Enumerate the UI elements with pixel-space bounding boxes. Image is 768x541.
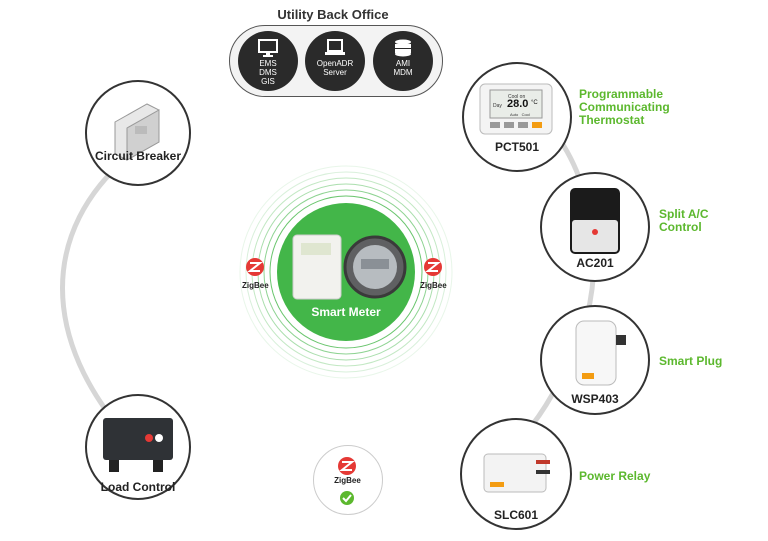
ac201-name: Split A/C Control [659,207,709,234]
ami-mdm-label: AMI MDM [393,59,413,77]
zigbee-icon [338,457,356,475]
pct501-name: Programmable Communicating Thermostat [579,87,670,127]
monitor-icon [258,39,278,57]
thermostat-image [479,83,553,135]
smart-plug-image [575,320,626,386]
ami-mdm-node[interactable]: AMI MDM [373,31,433,91]
load-control-node[interactable] [85,394,191,500]
certified-icon [340,491,354,505]
power-relay-image [483,453,550,493]
zigbee-text-badge: ZigBee [334,476,361,485]
split-ac-control-image [570,188,620,254]
zigbee-certified-badge: ZigBee [313,445,383,515]
openadr-server-node[interactable]: OpenADR Server [305,31,365,91]
laptop-icon [325,39,345,55]
thermostat-screen-unit: °C [531,100,538,106]
thermostat-screen-top: Cool on [508,94,526,100]
slc601-name: Power Relay [579,469,651,483]
circuit-breaker-label: Circuit Breaker [94,149,182,163]
circuit-breaker-node[interactable] [85,80,191,186]
wsp403-node[interactable] [540,305,650,415]
utility-back-office-title: Utility Back Office [277,7,389,22]
zigbee-text-left: ZigBee [242,281,269,290]
zigbee-text-right: ZigBee [420,281,447,290]
pct501-code: PCT501 [494,140,540,154]
smart-meter-hub[interactable] [277,203,415,341]
utility-back-office-panel: EMS DMS GIS OpenADR Server AMI MDM [229,25,443,97]
zigbee-icon [424,258,443,276]
ac201-node[interactable] [540,172,650,282]
thermostat-screen-bottom: Auto Cool [510,112,530,117]
thermostat-screen-day: Day [493,103,502,109]
smart-meter-image [292,234,407,300]
circuit-breaker-image [114,103,160,161]
zigbee-logo-left: ZigBee [242,258,269,290]
pct501-node[interactable]: Cool on Day 28.0 °C Auto Cool [462,62,572,172]
ac201-code: AC201 [576,256,614,270]
ems-dms-gis-label: EMS DMS GIS [259,59,277,86]
database-icon [395,39,411,57]
wsp403-name: Smart Plug [659,354,723,368]
zigbee-logo-right: ZigBee [420,258,447,290]
slc601-code: SLC601 [493,508,539,522]
wsp403-code: WSP403 [571,392,619,406]
openadr-server-label: OpenADR Server [316,59,354,77]
load-control-label: Load Control [100,480,176,494]
ems-dms-gis-node[interactable]: EMS DMS GIS [238,31,298,91]
load-control-image [103,418,173,472]
zigbee-icon [246,258,265,276]
slc601-node[interactable] [460,418,572,530]
smart-meter-label: Smart Meter [311,305,381,319]
thermostat-screen-value: 28.0 [507,98,529,110]
